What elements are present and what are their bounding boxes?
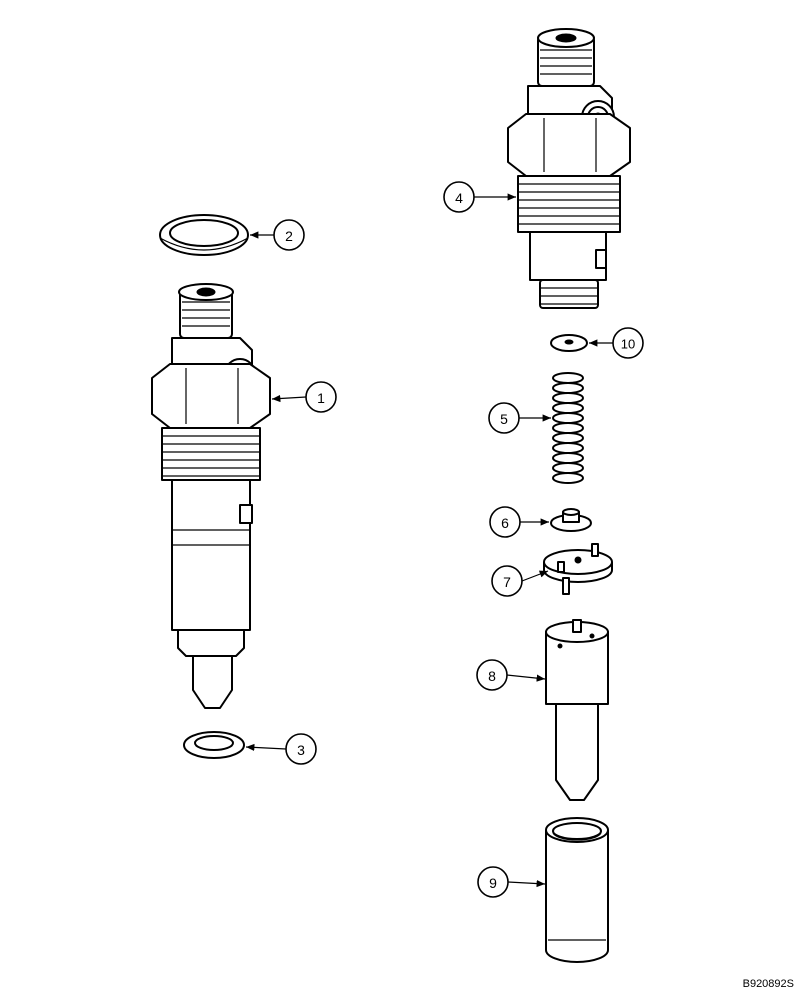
callout-9: 9 <box>477 866 509 898</box>
callout-8: 8 <box>476 659 508 691</box>
leader-8 <box>506 674 546 682</box>
callout-label-4: 4 <box>455 190 463 206</box>
shim-10 <box>550 334 588 352</box>
callout-label-5: 5 <box>500 411 508 427</box>
reference-code: B920892S <box>742 978 794 990</box>
leader-3 <box>245 743 287 752</box>
callout-label-9: 9 <box>489 875 497 891</box>
retaining-nut-9 <box>545 817 609 963</box>
callout-label-1: 1 <box>317 390 325 406</box>
callout-3: 3 <box>285 733 317 765</box>
callout-5: 5 <box>488 402 520 434</box>
callout-label-10: 10 <box>621 337 635 352</box>
callout-label-6: 6 <box>501 515 509 531</box>
callout-label-8: 8 <box>488 668 496 684</box>
washer-2 <box>159 214 249 256</box>
callout-label-3: 3 <box>297 742 305 758</box>
callout-1: 1 <box>305 381 337 413</box>
intermediate-plate-7 <box>543 543 613 595</box>
callout-7: 7 <box>491 565 523 597</box>
spring-5 <box>552 372 584 484</box>
leader-7 <box>521 570 549 582</box>
leader-lines <box>245 193 613 888</box>
leader-9 <box>507 879 546 888</box>
nozzle-holder-4 <box>507 28 631 309</box>
spring-seat-6 <box>550 508 592 532</box>
callout-6: 6 <box>489 506 521 538</box>
leader-1 <box>271 394 307 403</box>
callout-2: 2 <box>273 219 305 251</box>
callout-4: 4 <box>443 181 475 213</box>
nozzle-8 <box>545 619 609 801</box>
callout-label-2: 2 <box>285 228 293 244</box>
callout-label-7: 7 <box>503 574 511 590</box>
washer-3 <box>183 731 245 759</box>
callout-10: 10 <box>612 327 644 359</box>
injector-body-1 <box>151 283 271 709</box>
